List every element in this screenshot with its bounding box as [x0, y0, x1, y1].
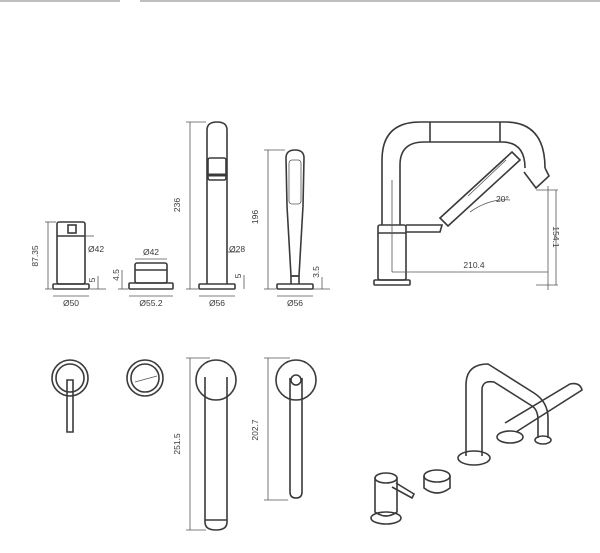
mixer-plan-lever [66, 379, 74, 433]
mixer-plan-circle [51, 359, 89, 397]
shower-base-label: Ø56 [287, 298, 303, 308]
persp-mixer-base [370, 511, 402, 525]
shower-front-view [264, 149, 330, 297]
diverter-plan-circle [126, 359, 164, 397]
mixer-base-label: Ø50 [63, 298, 79, 308]
mixer-lever-stub [67, 224, 77, 234]
spout-height-label: 236 [172, 198, 182, 212]
persp-mixer-lever [391, 482, 416, 500]
persp-mixer-top [374, 472, 398, 484]
shower-plan-handset [289, 378, 303, 499]
spout-plan-circle [195, 359, 237, 401]
side-spout-inner [399, 141, 526, 225]
side-base-plate [373, 279, 411, 286]
persp-mixer-body [374, 478, 398, 517]
shower-plan-length-label: 202.7 [250, 419, 260, 441]
diverter-gap-label: 4.5 [111, 269, 121, 281]
mixer-body [56, 221, 86, 285]
shower-gap-label: 3.5 [311, 266, 321, 278]
side-mixer-lever [406, 224, 444, 233]
spout-outlet [207, 157, 227, 181]
spout-dia-label: Ø28 [229, 244, 245, 254]
perspective-view [370, 363, 583, 525]
mixer-front-view [45, 221, 106, 297]
side-reach-label: 210.4 [463, 260, 485, 270]
side-spout-outlet [523, 167, 550, 190]
persp-spout-inner [481, 380, 539, 456]
diverter-base-label: Ø55.2 [139, 298, 162, 308]
diverter-base-plate [128, 282, 174, 290]
diverter-front-view [118, 258, 174, 297]
persp-diverter-top [423, 469, 451, 483]
mixer-gap-label: 5 [87, 277, 97, 282]
shower-height-label: 196 [250, 210, 260, 224]
side-view [373, 121, 558, 290]
side-height-label: 154.1 [551, 226, 561, 248]
spout-base-plate [198, 283, 236, 290]
persp-spout-outer [465, 363, 549, 456]
persp-spout-base [457, 450, 491, 466]
spout-front-view [186, 121, 245, 297]
shower-plan-circle [275, 359, 317, 401]
spout-plan-view [186, 357, 237, 531]
shower-handset [285, 149, 305, 277]
side-angle-label: 20° [496, 194, 509, 204]
mixer-plan-view [51, 359, 89, 433]
persp-shower-base [496, 430, 524, 444]
spout-plan-length-label: 251.5 [172, 433, 182, 455]
shower-plan-view [264, 357, 317, 501]
side-angle-arc [469, 199, 511, 213]
side-spout-outer [381, 121, 546, 225]
spout-plan-arm [204, 377, 228, 531]
shower-base-plate [276, 283, 314, 290]
mixer-handle-dia-label: Ø42 [88, 244, 104, 254]
mixer-base-plate [52, 283, 90, 290]
shower-spray-face [288, 159, 302, 205]
side-hand-shower [438, 150, 522, 228]
spout-body [206, 121, 228, 284]
diverter-body [134, 262, 168, 284]
diverter-plan-view [126, 359, 164, 397]
diverter-dia-label: Ø42 [143, 247, 159, 257]
mixer-height-label: 87.35 [30, 245, 40, 267]
persp-hand-shower [504, 382, 583, 433]
spout-gap-label: 5 [233, 273, 243, 278]
spout-base-label: Ø56 [209, 298, 225, 308]
persp-diverter-body [423, 476, 451, 494]
